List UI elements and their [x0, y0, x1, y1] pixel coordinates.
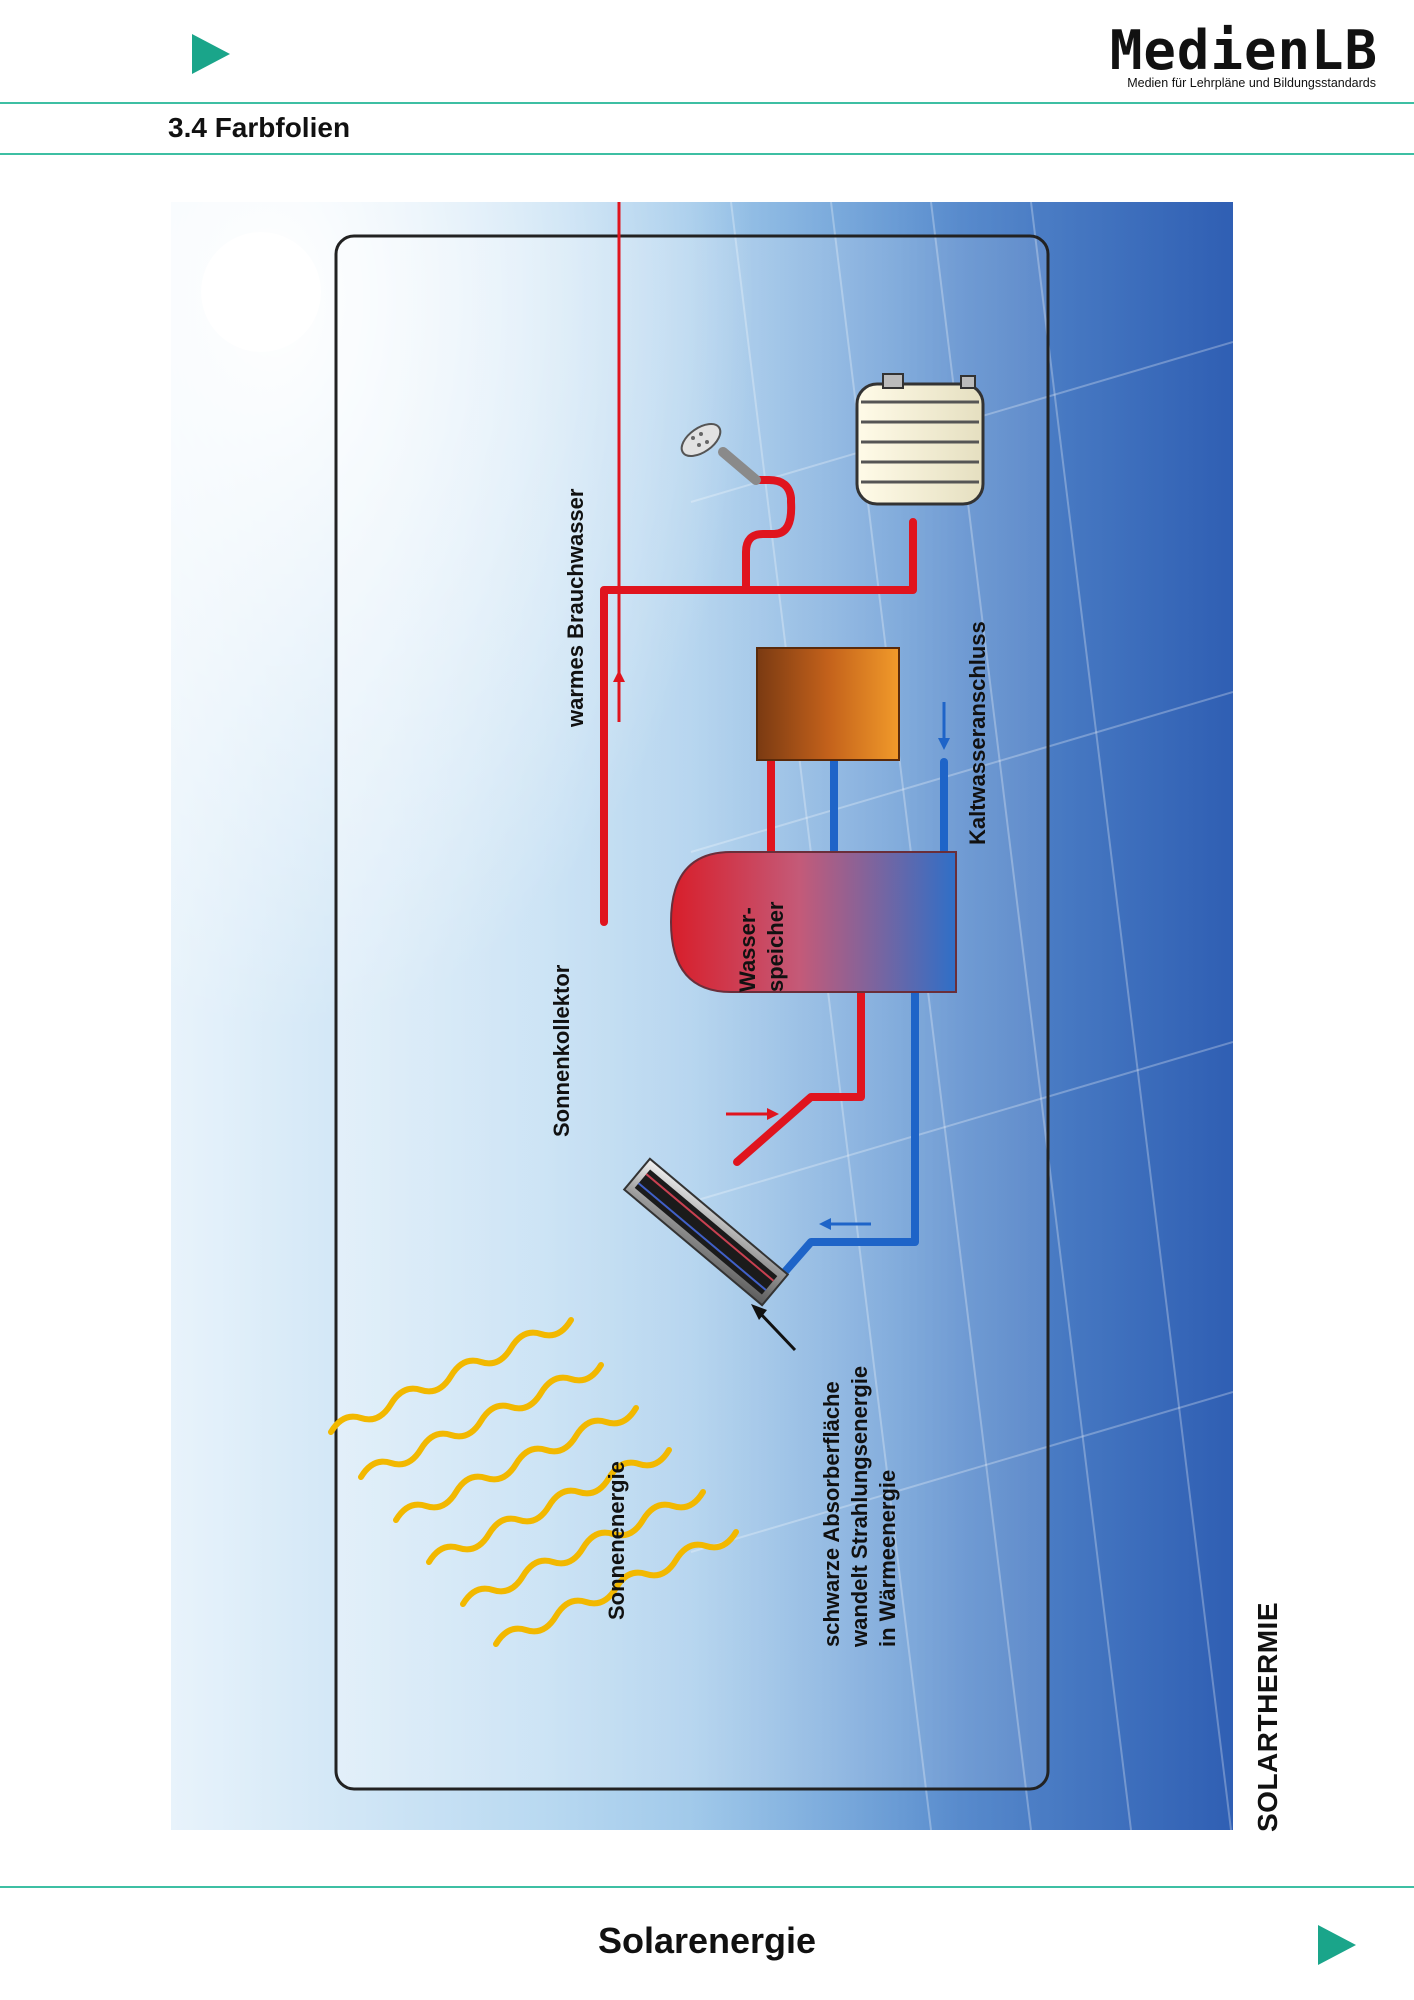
shower-head-icon	[680, 423, 761, 485]
label-solar-energy: Sonnenenergie	[604, 1461, 629, 1620]
flow-down-arrow-icon	[938, 738, 950, 750]
label-absorber-line3: in Wärmeenergie	[875, 1470, 900, 1647]
next-page-arrow-icon[interactable]	[1318, 1925, 1356, 1965]
solar-collector	[622, 1157, 790, 1307]
next-arrow-icon[interactable]	[192, 34, 230, 74]
solarthermie-figure: Wasser- speicher	[171, 202, 1233, 1830]
radiator-icon	[855, 373, 985, 506]
label-warm-water: warmes Brauchwasser	[563, 488, 588, 728]
label-absorber-line2: wandelt Strahlungsenergie	[847, 1366, 872, 1648]
diagram-frame	[334, 234, 1050, 1791]
section-rule	[0, 153, 1414, 155]
header-rule	[0, 102, 1414, 104]
figure-side-label: SOLARTHERMIE	[1252, 1602, 1283, 1832]
label-cold-water: Kaltwasseranschluss	[965, 621, 990, 845]
label-collector: Sonnenkollektor	[549, 964, 574, 1137]
label-absorber-line1: schwarze Absorberfläche	[819, 1381, 844, 1647]
flow-arrows	[613, 202, 950, 1230]
storage-label-line1: Wasser-	[735, 907, 760, 992]
logo-subtitle: Medien für Lehrpläne und Bildungsstandar…	[1127, 76, 1376, 90]
section-title: 3.4 Farbfolien	[168, 112, 351, 143]
heater-unit	[756, 647, 900, 761]
sun-rays-icon	[328, 1317, 739, 1647]
logo-title: MedienLB	[1109, 19, 1378, 82]
storage-label-line2: speicher	[763, 901, 788, 992]
flow-right-arrow-icon	[767, 1108, 779, 1120]
flow-up-arrow-icon	[613, 670, 625, 682]
footer-rule	[0, 1886, 1414, 1888]
flow-left-arrow-icon	[819, 1218, 831, 1230]
absorber-pointer-arrow-icon	[751, 1304, 797, 1352]
water-storage-tank	[669, 851, 957, 993]
sun-icon	[201, 232, 321, 352]
footer-title: Solarenergie	[597, 1920, 817, 1961]
